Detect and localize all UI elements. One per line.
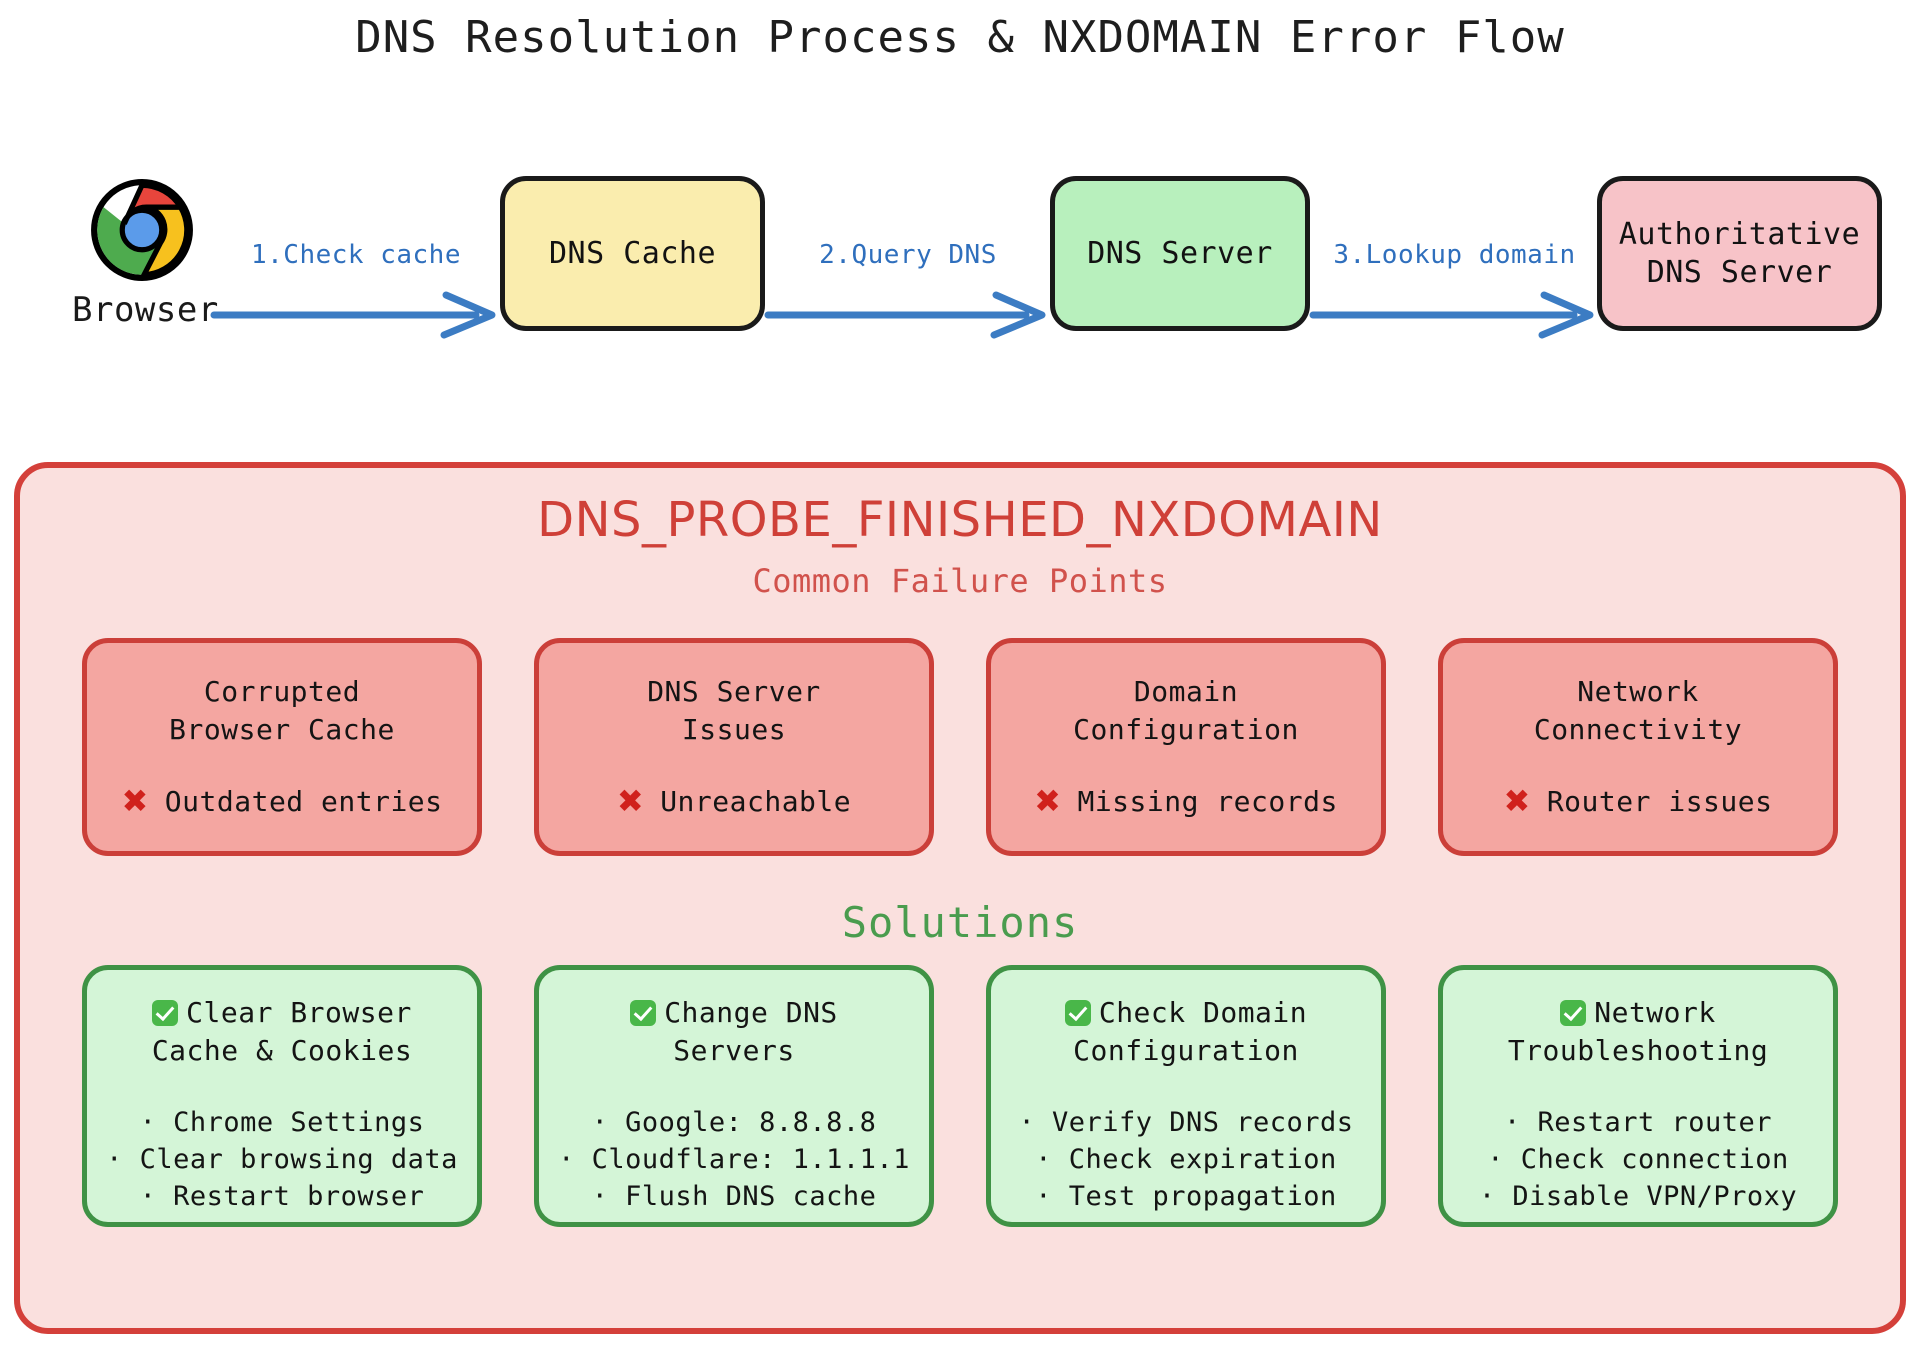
solution-title-line2: Servers [673,1033,795,1067]
node-authoritative-label-line2: DNS Server [1646,254,1833,290]
dns-resolution-flow: Browser 1.Check cache DNS Cache 2.Query … [0,160,1920,380]
failure-title-line1: Network [1577,675,1699,708]
check-mark-icon [1064,1000,1091,1026]
solution-card-network-troubleshooting[interactable]: Network Troubleshooting · Restart router… [1438,965,1838,1227]
failure-title-line1: Corrupted [203,675,361,708]
check-mark-icon [1560,1000,1587,1026]
solutions-row: Clear Browser Cache & Cookies · Chrome S… [20,965,1900,1227]
check-mark-icon [152,1000,179,1026]
x-mark-icon: ✖ [616,782,645,821]
page-title: DNS Resolution Process & NXDOMAIN Error … [355,12,1565,63]
arrow-query-dns: 2.Query DNS [764,240,1048,342]
failure-card-detail: ✖ Outdated entries [87,785,477,818]
solutions-heading: Solutions [841,898,1079,947]
failure-title-line2: Connectivity [1533,712,1743,746]
arrow-check-cache-label: 1.Check cache [251,240,461,270]
solution-step: · Flush DNS cache [591,1181,877,1213]
common-failure-points-subtitle: Common Failure Points [752,562,1168,600]
solution-step: · Check expiration [1035,1143,1337,1175]
failure-card-dns-server-issues[interactable]: DNS Server Issues ✖ Unreachable [534,638,934,856]
solution-step: · Check connection [1487,1143,1789,1175]
nxdomain-error-panel: DNS_PROBE_FINISHED_NXDOMAIN Common Failu… [14,462,1906,1334]
failure-card-detail: ✖ Router issues [1443,785,1833,818]
solution-step: · Chrome Settings [139,1106,425,1138]
failure-points-row: Corrupted Browser Cache ✖ Outdated entri… [20,638,1900,856]
browser-node: Browser [72,178,219,330]
failure-card-title: Corrupted Browser Cache [87,673,477,749]
solution-card-steps: · Chrome Settings · Clear browsing data … [87,1104,477,1216]
x-mark-icon: ✖ [1503,782,1531,821]
arrow-line-icon [210,291,496,339]
solution-card-title: Check Domain Configuration [991,994,1381,1070]
solution-title-line1: Clear Browser [186,996,412,1029]
failure-title-line2: Browser Cache [169,712,395,746]
arrow-line-icon [1309,291,1594,339]
solution-step: · Disable VPN/Proxy [1478,1181,1798,1213]
solution-card-title: Network Troubleshooting [1443,994,1833,1070]
failure-card-network-connectivity[interactable]: Network Connectivity ✖ Router issues [1438,638,1838,856]
solution-step: · Verify DNS records [1018,1106,1354,1138]
arrow-lookup-domain: 3.Lookup domain [1309,240,1596,342]
solution-step: · Restart router [1503,1106,1773,1138]
failure-card-corrupted-browser-cache[interactable]: Corrupted Browser Cache ✖ Outdated entri… [82,638,482,856]
failure-card-title: DNS Server Issues [539,673,929,749]
browser-label: Browser [72,290,219,330]
failure-title-line2: Issues [681,712,787,746]
solution-card-title: Change DNS Servers [539,994,929,1070]
failure-title-line2: Configuration [1073,712,1299,746]
x-mark-icon: ✖ [121,782,149,821]
node-authoritative-dns-server[interactable]: Authoritative DNS Server [1597,176,1882,331]
failure-detail-text: Router issues [1546,784,1773,818]
failure-title-line1: Domain [1133,675,1239,708]
node-dns-server[interactable]: DNS Server [1050,176,1310,331]
check-mark-icon [630,1000,657,1026]
arrow-lookup-domain-label: 3.Lookup domain [1333,240,1576,270]
solution-step: · Test propagation [1035,1181,1337,1213]
failure-detail-text: Missing records [1077,784,1338,818]
solution-title-line2: Troubleshooting [1507,1033,1769,1067]
node-dns-cache[interactable]: DNS Cache [500,176,765,331]
failure-title-line1: DNS Server [647,675,821,708]
arrow-check-cache: 1.Check cache [210,240,498,342]
solution-card-title: Clear Browser Cache & Cookies [87,994,477,1070]
solution-title-line1: Check Domain [1098,996,1308,1029]
failure-card-detail: ✖ Missing records [991,785,1381,818]
solution-card-steps: · Restart router · Check connection · Di… [1443,1104,1833,1216]
failure-card-domain-configuration[interactable]: Domain Configuration ✖ Missing records [986,638,1386,856]
solution-title-line1: Network [1594,996,1716,1029]
arrow-query-dns-label: 2.Query DNS [819,240,997,270]
solution-card-clear-browser-cache[interactable]: Clear Browser Cache & Cookies · Chrome S… [82,965,482,1227]
node-authoritative-label-line1: Authoritative [1618,217,1861,252]
node-dns-server-label: DNS Server [1087,235,1273,271]
failure-card-detail: ✖ Unreachable [539,785,929,818]
solution-card-steps: · Verify DNS records · Check expiration … [991,1104,1381,1216]
solution-card-check-domain-configuration[interactable]: Check Domain Configuration · Verify DNS … [986,965,1386,1227]
solution-title-line1: Change DNS [664,996,838,1029]
chrome-logo-icon [91,179,193,281]
failure-detail-text: Outdated entries [164,784,443,818]
solution-card-change-dns-servers[interactable]: Change DNS Servers · Google: 8.8.8.8 · C… [534,965,934,1227]
solution-step: · Restart browser [139,1181,425,1213]
solution-step: · Clear browsing data [106,1143,458,1175]
x-mark-icon: ✖ [1034,782,1062,821]
solution-step: · Cloudflare: 1.1.1.1 [558,1143,910,1175]
node-dns-cache-label: DNS Cache [548,235,717,271]
arrow-line-icon [764,291,1046,339]
solution-title-line2: Cache & Cookies [151,1033,413,1067]
failure-detail-text: Unreachable [660,784,852,818]
solution-title-line2: Configuration [1073,1033,1299,1067]
solution-step: · Google: 8.8.8.8 [591,1106,877,1138]
failure-card-title: Domain Configuration [991,673,1381,749]
solution-card-steps: · Google: 8.8.8.8 · Cloudflare: 1.1.1.1 … [539,1104,929,1216]
failure-card-title: Network Connectivity [1443,673,1833,749]
error-code-title: DNS_PROBE_FINISHED_NXDOMAIN [537,492,1383,548]
